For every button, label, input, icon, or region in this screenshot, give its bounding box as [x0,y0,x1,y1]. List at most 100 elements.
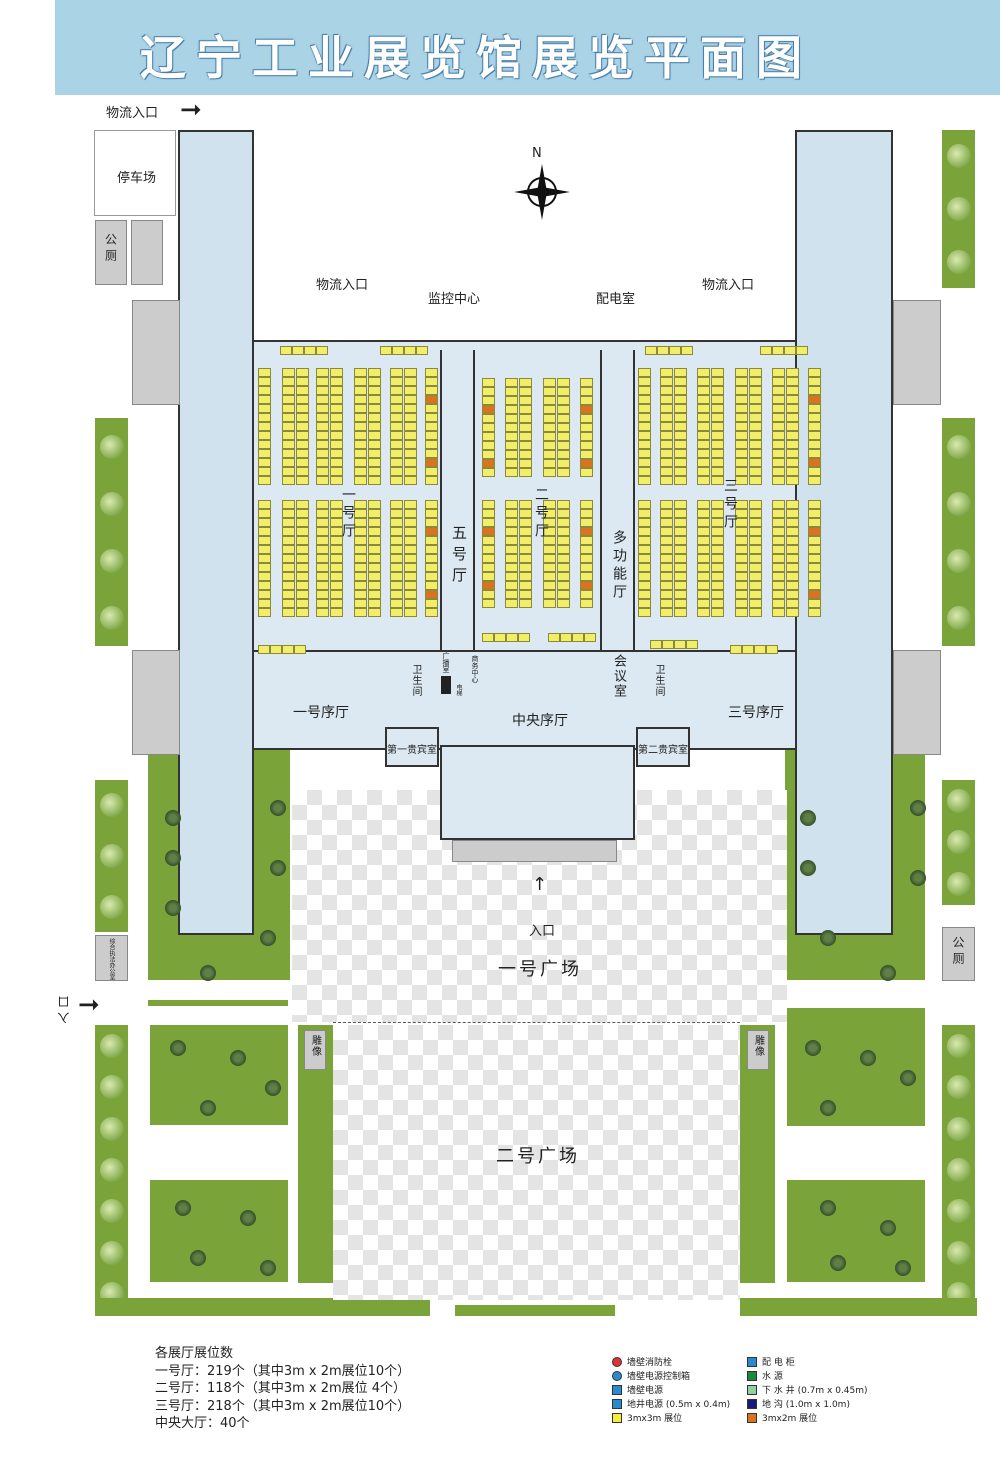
booth[interactable] [404,509,417,518]
booth[interactable] [404,608,417,617]
booth[interactable] [786,476,799,485]
booth[interactable] [772,599,785,608]
booth[interactable] [638,545,651,554]
booth[interactable] [404,518,417,527]
booth[interactable] [674,590,687,599]
booth[interactable] [580,563,593,572]
booth[interactable] [786,422,799,431]
booth[interactable] [368,395,381,404]
booth[interactable] [749,404,762,413]
booth[interactable] [404,563,417,572]
booth[interactable] [638,536,651,545]
booth[interactable] [482,563,495,572]
booth[interactable] [557,554,570,563]
booth[interactable] [330,545,343,554]
booth[interactable] [258,476,271,485]
booth[interactable] [638,413,651,422]
booth[interactable] [482,599,495,608]
booth[interactable] [660,572,673,581]
booth[interactable] [282,509,295,518]
booth[interactable] [282,563,295,572]
booth[interactable] [354,563,367,572]
booth[interactable] [760,346,772,355]
booth[interactable] [330,572,343,581]
booth[interactable] [296,500,309,509]
booth[interactable] [772,404,785,413]
booth[interactable] [482,441,495,450]
booth[interactable] [330,554,343,563]
booth[interactable] [660,449,673,458]
booth[interactable] [425,377,438,386]
booth[interactable] [282,500,295,509]
booth[interactable] [330,431,343,440]
booth[interactable] [258,422,271,431]
booth[interactable] [282,413,295,422]
booth[interactable] [296,527,309,536]
booth[interactable] [808,518,821,527]
booth[interactable] [772,554,785,563]
booth[interactable] [494,633,506,642]
booth[interactable] [786,458,799,467]
booth[interactable] [557,450,570,459]
booth[interactable] [697,608,710,617]
booth[interactable] [711,581,724,590]
booth[interactable] [368,440,381,449]
booth[interactable] [638,608,651,617]
booth[interactable] [404,527,417,536]
booth[interactable] [316,608,329,617]
booth[interactable] [711,395,724,404]
booth[interactable] [772,572,785,581]
booth[interactable] [580,387,593,396]
booth[interactable] [638,581,651,590]
booth[interactable] [330,608,343,617]
booth[interactable] [316,476,329,485]
booth[interactable] [697,440,710,449]
booth[interactable] [660,395,673,404]
booth[interactable] [404,422,417,431]
booth[interactable] [519,590,532,599]
booth[interactable] [674,449,687,458]
booth[interactable] [316,368,329,377]
booth[interactable] [557,536,570,545]
booth[interactable] [316,518,329,527]
booth[interactable] [425,422,438,431]
booth[interactable] [316,599,329,608]
booth[interactable] [735,527,748,536]
booth[interactable] [697,500,710,509]
booth[interactable] [296,509,309,518]
booth[interactable] [772,527,785,536]
booth[interactable] [772,377,785,386]
booth[interactable] [660,377,673,386]
booth[interactable] [584,633,596,642]
booth[interactable] [505,581,518,590]
booth[interactable] [772,500,785,509]
booth[interactable] [674,404,687,413]
booth[interactable] [772,536,785,545]
booth[interactable] [368,527,381,536]
booth[interactable] [543,414,556,423]
booth[interactable] [772,346,784,355]
booth[interactable] [404,368,417,377]
booth[interactable] [258,599,271,608]
booth[interactable] [543,441,556,450]
booth[interactable] [735,500,748,509]
booth[interactable] [425,368,438,377]
booth[interactable] [557,545,570,554]
booth[interactable] [543,468,556,477]
booth[interactable] [354,422,367,431]
booth[interactable] [330,404,343,413]
booth[interactable] [404,572,417,581]
booth[interactable] [425,581,438,590]
booth[interactable] [735,572,748,581]
booth[interactable] [674,395,687,404]
booth[interactable] [425,536,438,545]
booth[interactable] [786,509,799,518]
booth[interactable] [404,449,417,458]
booth[interactable] [519,387,532,396]
booth[interactable] [749,581,762,590]
booth[interactable] [711,527,724,536]
booth[interactable] [674,413,687,422]
booth[interactable] [660,458,673,467]
booth[interactable] [368,509,381,518]
booth[interactable] [660,518,673,527]
